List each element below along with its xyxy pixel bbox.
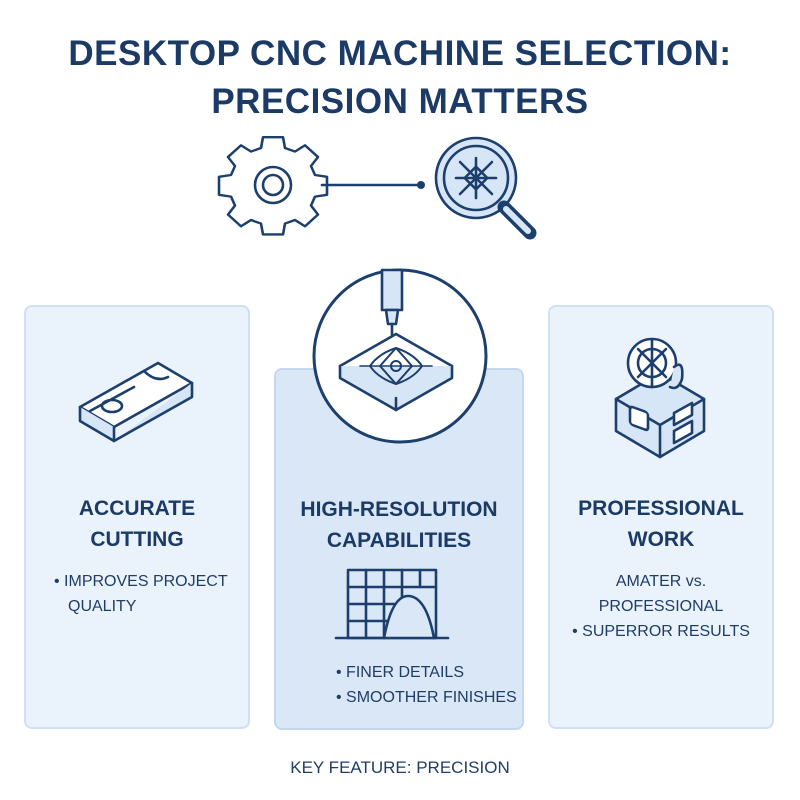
title-line-1: DESKTOP CNC MACHINE SELECTION: [68, 34, 732, 73]
title-line-2: PRECISION MATTERS [211, 82, 589, 121]
gear-icon [217, 136, 329, 236]
magnifier-icon [434, 136, 537, 240]
bullet-item: • SUPERROR RESULTS [572, 623, 750, 640]
key-feature-caption: KEY FEATURE: PRECISION [290, 758, 510, 777]
bullet-item: QUALITY [68, 598, 137, 615]
card-title-line: CUTTING [90, 528, 184, 551]
card-title-line: WORK [627, 528, 695, 551]
bullet-item: PROFESSIONAL [598, 598, 724, 615]
bullet-item: • IMPROVES PROJECT [54, 573, 228, 590]
cut-board-icon [78, 361, 194, 443]
card-bullets: • FINER DETAILS • SMOOTHER FINISHES [336, 660, 582, 710]
bullet-item: • FINER DETAILS [336, 664, 464, 681]
card-bullets: AMATER vs. PROFESSIONAL • SUPERROR RESUL… [550, 569, 772, 644]
bullet-item: AMATER vs. [615, 573, 707, 590]
card-title: ACCURATE CUTTING [26, 493, 248, 555]
hero-illustration [217, 136, 537, 240]
cnc-engraving-icon [312, 268, 488, 444]
card-accurate-cutting: ACCURATE CUTTING • IMPROVES PROJECT QUAL… [24, 305, 250, 729]
card-bullets: • IMPROVES PROJECT QUALITY [54, 569, 276, 619]
card-title: HIGH-RESOLUTION CAPABILITIES [276, 494, 522, 556]
card-title-line: PROFESSIONAL [578, 497, 744, 520]
connector-dot [417, 181, 425, 189]
professional-part-icon [614, 337, 706, 459]
page-title: DESKTOP CNC MACHINE SELECTION: PRECISION… [0, 30, 800, 126]
bullet-item: • SMOOTHER FINISHES [336, 689, 517, 706]
card-title-line: CAPABILITIES [326, 529, 472, 552]
resolution-grid-icon [334, 568, 450, 640]
card-title-line: HIGH-RESOLUTION [300, 498, 498, 521]
card-professional-work: PROFESSIONAL WORK AMATER vs. PROFESSIONA… [548, 305, 774, 729]
card-title-line: ACCURATE [78, 497, 196, 520]
card-title: PROFESSIONAL WORK [550, 493, 772, 555]
